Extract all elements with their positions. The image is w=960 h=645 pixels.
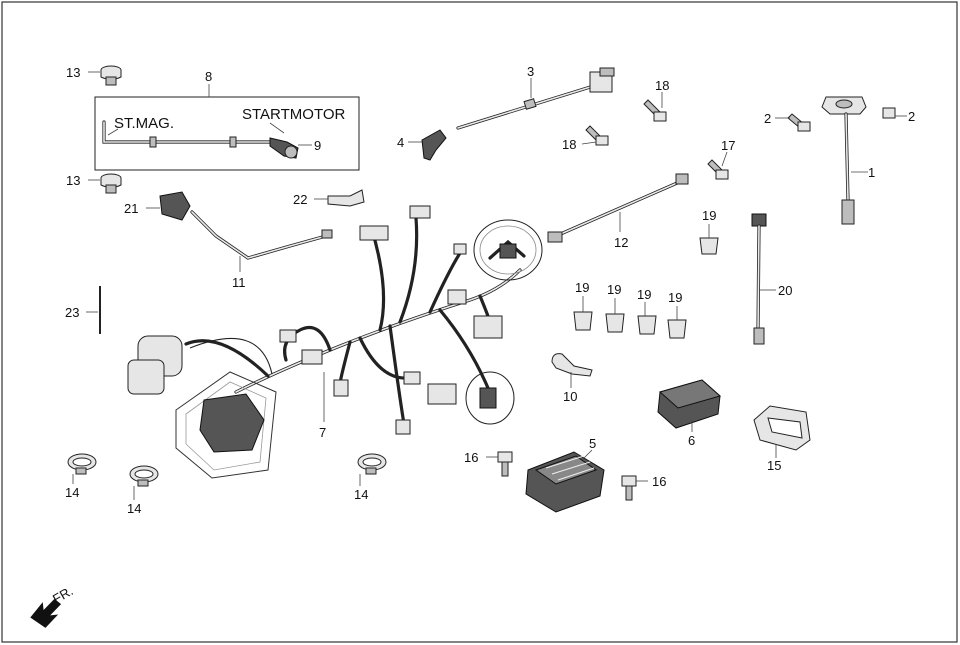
callout-15: 15 — [767, 458, 781, 473]
callout-9: 9 — [314, 138, 321, 153]
callout-5: 5 — [589, 436, 596, 451]
lead-20 — [751, 213, 776, 345]
bolt-2-left — [775, 113, 811, 132]
callout-3: 3 — [527, 64, 534, 79]
cable-12 — [547, 173, 689, 243]
callout-1: 1 — [868, 165, 875, 180]
cover-15 — [753, 405, 811, 458]
callout-18-upper: 18 — [655, 78, 669, 93]
start-motor-cable-box — [94, 84, 360, 171]
callout-19-top: 19 — [702, 208, 716, 223]
bolt-2-right — [882, 107, 907, 119]
hose-clamp-14-b — [129, 465, 159, 500]
callout-23: 23 — [65, 305, 79, 320]
callout-14-c: 14 — [354, 487, 368, 502]
callout-7: 7 — [319, 425, 326, 440]
bolt-17 — [707, 151, 729, 180]
callout-19-a: 19 — [575, 280, 589, 295]
main-wire-harness-7 — [127, 205, 543, 479]
bolt-18-lower — [581, 125, 609, 146]
callout-2-left: 2 — [764, 111, 771, 126]
clip-19-a — [573, 296, 593, 331]
callout-10: 10 — [563, 389, 577, 404]
callout-18-lower: 18 — [562, 137, 576, 152]
callout-16-left: 16 — [464, 450, 478, 465]
bracket-21 — [146, 191, 191, 221]
cap-4 — [408, 129, 447, 161]
cap-22 — [314, 189, 365, 207]
callout-17: 17 — [721, 138, 735, 153]
callout-12: 12 — [614, 235, 628, 250]
callout-22: 22 — [293, 192, 307, 207]
hose-clamp-14-a — [67, 453, 97, 484]
callout-19-b: 19 — [607, 282, 621, 297]
callout-13-upper: 13 — [66, 65, 80, 80]
callout-20: 20 — [778, 283, 792, 298]
bolt-16-right — [621, 475, 648, 501]
bolt-18-upper — [643, 92, 667, 122]
clamp-10 — [551, 353, 593, 388]
clip-19-c — [637, 302, 657, 335]
regulator-5 — [525, 449, 605, 513]
callout-14-a: 14 — [65, 485, 79, 500]
hose-clamp-14-c — [357, 453, 387, 486]
callout-2-right: 2 — [908, 109, 915, 124]
clip-19-d — [667, 306, 687, 339]
clip-19-top — [699, 224, 719, 255]
clip-19-b — [605, 298, 625, 333]
bolt-13-lower — [88, 173, 122, 194]
ecu-6 — [657, 379, 722, 432]
callout-11: 11 — [232, 275, 246, 290]
cable-11 — [190, 210, 333, 272]
callout-4: 4 — [397, 135, 404, 150]
sensor-1 — [821, 96, 868, 225]
bolt-16-left — [486, 451, 513, 477]
callout-14-b: 14 — [127, 501, 141, 516]
callout-8: 8 — [205, 69, 212, 84]
callout-16-right: 16 — [652, 474, 666, 489]
cable-3 — [456, 67, 615, 130]
callout-6: 6 — [688, 433, 695, 448]
callout-13-lower: 13 — [66, 173, 80, 188]
callout-19-d: 19 — [668, 290, 682, 305]
front-arrow-icon — [30, 598, 62, 628]
start-motor-label: STARTMOTOR — [242, 106, 346, 123]
st-mag-label: ST.MAG. — [114, 115, 174, 132]
callout-19-c: 19 — [637, 287, 651, 302]
bolt-13-upper — [88, 65, 122, 86]
cable-tie-23 — [86, 286, 101, 334]
callout-21: 21 — [124, 201, 138, 216]
